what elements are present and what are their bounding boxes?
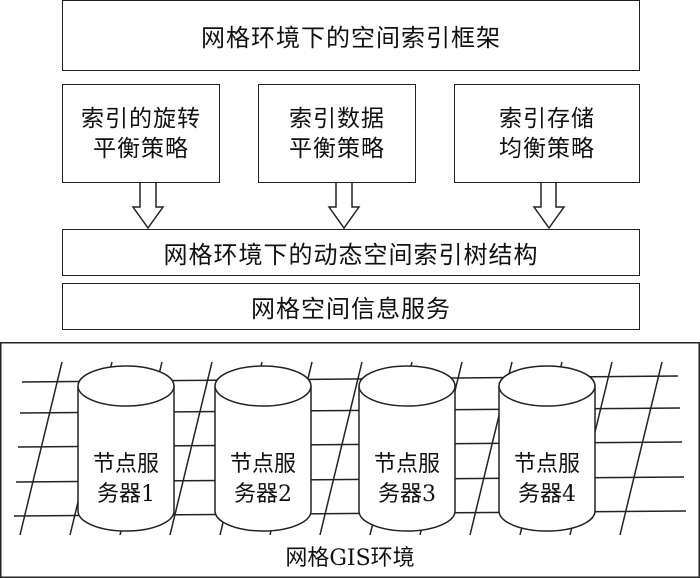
node-label-line1: 节点服 <box>92 452 159 477</box>
framework-box: 网格环境下的空间索引框架 <box>62 0 640 71</box>
index-tree-title: 网格环境下的动态空间索引树结构 <box>163 241 539 269</box>
server-node-cylinder-3 <box>358 365 456 532</box>
strategy-label-line2: 平衡策略 <box>93 135 189 162</box>
index-tree-box: 网格环境下的动态空间索引树结构 <box>62 229 640 276</box>
node-label-line2: 务器4 <box>518 482 576 507</box>
gis-environment-label: 网格GIS环境 <box>285 546 415 571</box>
strategy-label-line1: 索引的旋转 <box>81 105 201 132</box>
down-arrow-icon <box>532 183 566 230</box>
server-node-label-2: 节点服 务器2 <box>215 450 311 510</box>
server-node-cylinder-4 <box>498 365 596 532</box>
strategy-label-line2: 均衡策略 <box>499 135 595 162</box>
service-title: 网格空间信息服务 <box>251 295 451 323</box>
node-label-line1: 节点服 <box>373 452 440 477</box>
node-label-line2: 务器1 <box>97 482 155 507</box>
service-box: 网格空间信息服务 <box>62 283 640 330</box>
strategy-box-rotation: 索引的旋转 平衡策略 <box>62 84 220 183</box>
strategy-box-storage: 索引存储 均衡策略 <box>454 84 640 183</box>
strategy-label-line1: 索引存储 <box>499 105 595 132</box>
strategy-label-line1: 索引数据 <box>289 105 385 132</box>
server-node-cylinder-2 <box>214 365 312 532</box>
down-arrow-icon <box>131 183 165 230</box>
node-label-line2: 务器2 <box>234 482 292 507</box>
server-node-label-1: 节点服 务器1 <box>78 450 174 510</box>
strategy-label-line2: 平衡策略 <box>289 135 385 162</box>
server-node-label-3: 节点服 务器3 <box>359 450 455 510</box>
node-label-line1: 节点服 <box>513 452 580 477</box>
framework-title: 网格环境下的空间索引框架 <box>201 24 501 52</box>
node-label-line2: 务器3 <box>378 482 436 507</box>
strategy-box-data: 索引数据 平衡策略 <box>258 84 416 183</box>
down-arrow-icon <box>327 183 361 230</box>
server-node-cylinder-1 <box>77 365 175 532</box>
node-label-line1: 节点服 <box>229 452 296 477</box>
server-node-label-4: 节点服 务器4 <box>499 450 595 510</box>
